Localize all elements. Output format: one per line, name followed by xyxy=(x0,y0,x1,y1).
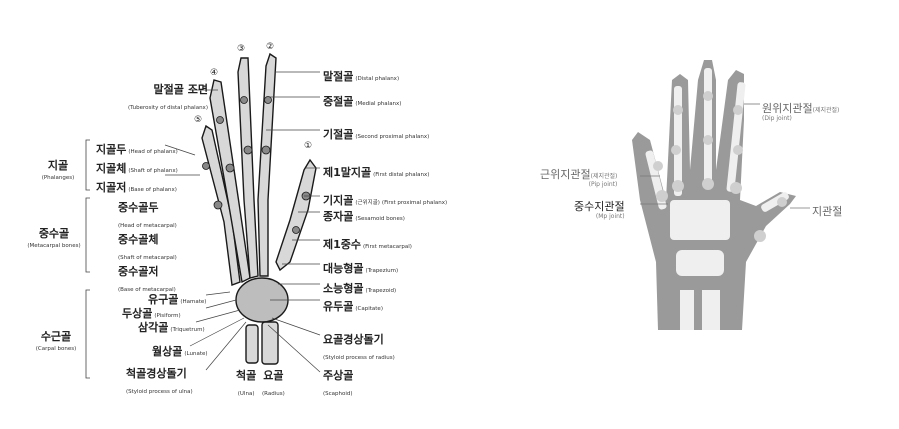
label-shaft-of-phalanx: 지골체(Shaft of phalanx) xyxy=(96,159,178,175)
label-base-of-phalanx: 지골저(Base of phalanx) xyxy=(96,178,177,194)
group-carpal: 수근골 (Carpal bones) xyxy=(26,328,86,352)
finger-number-2: ② xyxy=(266,42,274,52)
label-first-proximal-phalanx: 기지골(근위지골)(First proximal phalanx) xyxy=(323,191,447,207)
finger-index xyxy=(258,54,276,276)
label-triquetrum: 삼각골(Triquetrum) xyxy=(138,318,205,334)
group-metacarpal: 중수골 (Metacarpal bones) xyxy=(22,225,86,249)
finger-thumb xyxy=(276,160,316,270)
finger-number-1: ① xyxy=(304,141,312,151)
finger-number-4: ④ xyxy=(210,68,218,78)
label-tuberosity-distal-phalanx: 말절골 조면 (Tuberosity of distal phalanx) xyxy=(128,80,208,112)
label-distal-phalanx: 말절골(Distal phalanx) xyxy=(323,67,399,83)
finger-number-5: ⑤ xyxy=(194,115,202,125)
radius-bone xyxy=(262,322,278,364)
label-trapezium: 대능형골(Trapezium) xyxy=(323,259,398,275)
finger-number-3: ③ xyxy=(237,44,245,54)
group-phalanges: 지골 (Phalanges) xyxy=(30,157,86,181)
label-scaphoid: 주상골(Scaphoid) xyxy=(323,366,353,398)
label-head-of-metacarpal: 중수골두(Head of metacarpal) xyxy=(118,198,177,230)
label-radius: 요골(Radius) xyxy=(262,366,285,398)
label-second-proximal-phalanx: 기절골(Second proximal phalanx) xyxy=(323,125,429,141)
label-first-distal-phalanx: 제1말지골(First distal phalanx) xyxy=(323,163,429,179)
label-lunate: 월상골(Lunate) xyxy=(152,342,208,358)
label-shaft-of-metacarpal: 중수골체(Shaft of metacarpal) xyxy=(118,230,177,262)
label-capitate: 유두골(Capitate) xyxy=(323,297,383,313)
label-styloid-radius: 요골경상돌기(Styloid process of radius) xyxy=(323,330,395,362)
label-dip-joint: 원위지관절(제지관절) (Dip joint) xyxy=(762,98,839,122)
hand-joints-diagram: 원위지관절(제지관절) (Dip joint) 근위지관절(제지관절) (Pip… xyxy=(490,0,899,429)
label-medial-phalanx: 중절골(Medial phalanx) xyxy=(323,92,401,108)
label-head-of-phalanx: 지골두(Head of phalanx) xyxy=(96,140,178,156)
ulna-bone xyxy=(246,325,258,363)
label-mp-joint: 중수지관절 (Mp joint) xyxy=(574,196,625,220)
label-finger-joint: 지관절 xyxy=(812,201,842,219)
hand-skeleton-diagram: ③ ② ④ ⑤ ① 말절골 조면 (Tuberosity of distal p… xyxy=(0,0,460,429)
label-sesamoid: 종자골(Sesamoid bones) xyxy=(323,207,405,223)
label-trapezoid: 소능형골(Trapezoid) xyxy=(323,279,396,295)
label-styloid-ulna: 척골경상돌기(Styloid process of ulna) xyxy=(126,364,193,396)
label-first-metacarpal: 제1중수(First metacarpal) xyxy=(323,235,412,251)
label-ulna: 척골(Ulna) xyxy=(236,366,256,398)
label-pip-joint: 근위지관절(제지관절) (Pip joint) xyxy=(540,164,617,188)
